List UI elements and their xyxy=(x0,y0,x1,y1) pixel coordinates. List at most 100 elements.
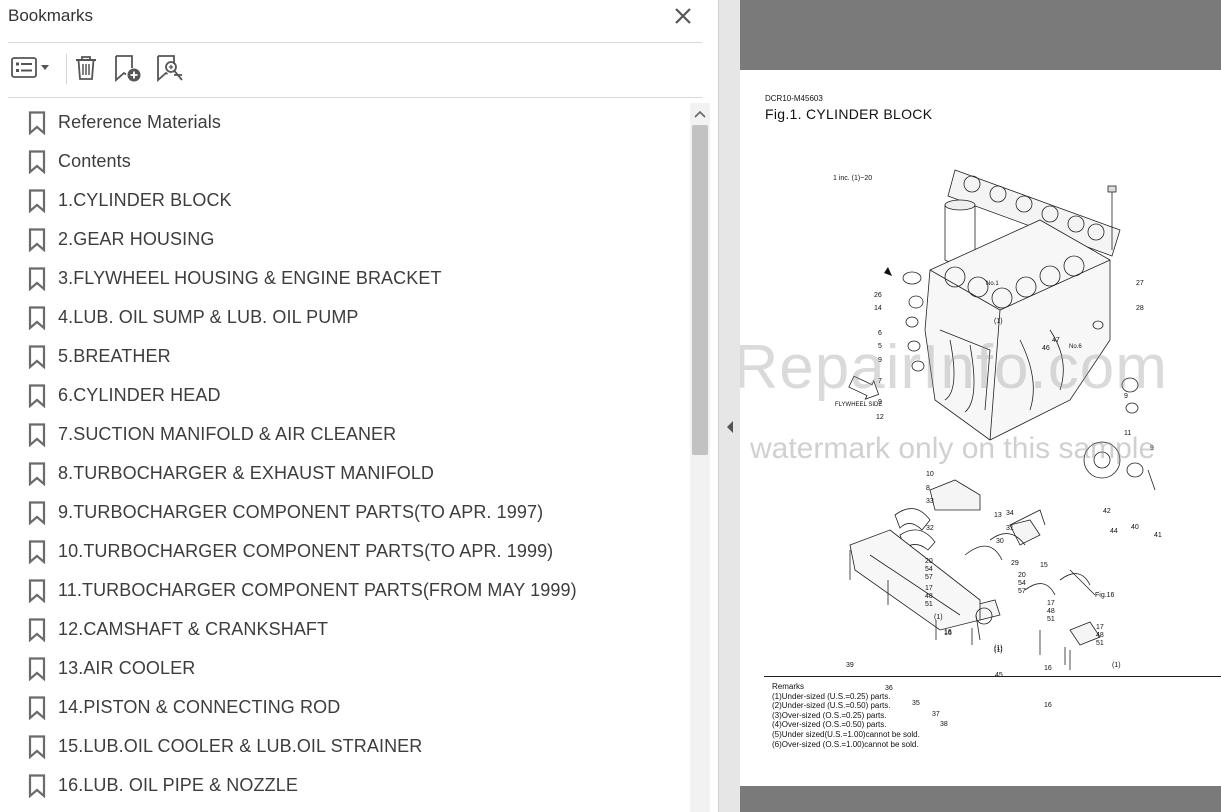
trash-icon xyxy=(76,56,96,80)
bookmark-label: 12.CAMSHAFT & CRANKSHAFT xyxy=(58,619,329,639)
part-callout: 9 xyxy=(1124,393,1128,400)
bookmark-icon xyxy=(28,579,46,603)
bookmark-item[interactable]: 11.TURBOCHARGER COMPONENT PARTS(FROM MAY… xyxy=(0,571,690,610)
remark-line: (3)Over-sized (O.S.=0.25) parts. xyxy=(772,710,887,720)
part-callout: (1) xyxy=(994,645,1003,652)
bookmark-icon xyxy=(28,540,46,564)
bookmark-icon xyxy=(28,774,46,798)
bookmark-item[interactable]: 5.BREATHER xyxy=(0,337,690,376)
part-callout: 36 xyxy=(885,685,893,692)
watermark-subtext: watermark only on this sample xyxy=(750,432,1156,465)
part-callout: 46 xyxy=(1042,345,1050,352)
part-callout: 48 xyxy=(1096,632,1104,639)
bookmark-icon xyxy=(28,345,46,369)
part-callout: 48 xyxy=(925,593,933,600)
toolbar-separator xyxy=(66,54,67,84)
bookmark-item[interactable]: Reference Materials xyxy=(0,103,690,142)
list-options-icon xyxy=(11,57,49,78)
bookmark-item[interactable]: 1.CYLINDER BLOCK xyxy=(0,181,690,220)
remark-line: (2)Under-sized (U.S.=0.50) parts. xyxy=(772,701,891,711)
remark-line: (6)Over-sized (O.S.=1.00)cannot be sold. xyxy=(772,739,919,749)
remarks-title: Remarks xyxy=(772,682,805,691)
options-menu-button[interactable] xyxy=(8,50,52,86)
bookmark-item[interactable]: 12.CAMSHAFT & CRANKSHAFT xyxy=(0,610,690,649)
part-callout: 16 xyxy=(1044,665,1052,672)
delete-bookmark-button[interactable] xyxy=(72,50,100,86)
bookmark-item[interactable]: 3.FLYWHEEL HOUSING & ENGINE BRACKET xyxy=(0,259,690,298)
part-callout: 16 xyxy=(944,629,952,636)
part-callout: 17 xyxy=(1096,624,1104,631)
remarks-block: Remarks (1)Under-sized (U.S.=0.25) parts… xyxy=(772,682,920,749)
part-callout: (1) xyxy=(1112,662,1121,669)
part-callout: 42 xyxy=(1103,508,1111,515)
part-callout: 54 xyxy=(1018,580,1026,587)
part-callout: 6 xyxy=(878,330,882,337)
part-callout: 31 xyxy=(1006,525,1014,532)
part-callout: 41 xyxy=(1154,532,1162,539)
part-callout: 45 xyxy=(995,672,1003,679)
remark-line: (5)Under sized(U.S.=1.00)cannot be sold. xyxy=(772,729,920,739)
bookmark-item[interactable]: 15.LUB.OIL COOLER & LUB.OIL STRAINER xyxy=(0,727,690,766)
bookmark-label: 10.TURBOCHARGER COMPONENT PARTS(TO APR. … xyxy=(58,541,554,561)
scroll-up-button[interactable] xyxy=(690,103,710,125)
document-view[interactable]: DCR10-M45603 Fig.1. CYLINDER BLOCK xyxy=(740,0,1221,812)
bookmark-item[interactable]: 16.LUB. OIL PIPE & NOZZLE xyxy=(0,766,690,805)
part-callout: 28 xyxy=(1136,305,1144,312)
part-callout: (1) xyxy=(994,647,1003,654)
add-bookmark-icon xyxy=(115,55,141,82)
drawing-note: 1 inc. (1)~20 xyxy=(833,175,873,182)
exploded-parts-diagram: No.1 No.6 1 inc. (1)~20 FLYWHEEL SIDE 27… xyxy=(740,150,1221,728)
part-callout: 34 xyxy=(1006,510,1014,517)
bookmark-label: 9.TURBOCHARGER COMPONENT PARTS(TO APR. 1… xyxy=(58,502,544,522)
bookmark-item[interactable]: 14.PISTON & CONNECTING ROD xyxy=(0,688,690,727)
bookmark-item[interactable]: 13.AIR COOLER xyxy=(0,649,690,688)
flywheel-side-label: FLYWHEEL SIDE xyxy=(835,402,883,408)
bookmark-label: 13.AIR COOLER xyxy=(58,658,196,678)
bookmark-item[interactable]: 9.TURBOCHARGER COMPONENT PARTS(TO APR. 1… xyxy=(0,493,690,532)
part-callout: 17 xyxy=(925,585,933,592)
bookmark-label: 3.FLYWHEEL HOUSING & ENGINE BRACKET xyxy=(58,268,442,288)
close-panel-button[interactable] xyxy=(671,4,695,28)
bookmark-icon xyxy=(28,267,46,291)
bookmark-icon xyxy=(28,111,46,135)
part-callout: 44 xyxy=(1110,528,1118,535)
scroll-thumb[interactable] xyxy=(692,125,708,455)
bookmark-item[interactable]: 6.CYLINDER HEAD xyxy=(0,376,690,415)
bookmark-item[interactable]: 10.TURBOCHARGER COMPONENT PARTS(TO APR. … xyxy=(0,532,690,571)
part-callout: 40 xyxy=(1131,524,1139,531)
bookmark-icon xyxy=(28,735,46,759)
part-callout: 12 xyxy=(876,414,884,421)
part-callout: 33 xyxy=(926,498,934,505)
part-callout: 57 xyxy=(925,574,933,581)
bookmark-label: 15.LUB.OIL COOLER & LUB.OIL STRAINER xyxy=(58,736,423,756)
part-callout: 9 xyxy=(878,399,882,406)
panel-splitter[interactable] xyxy=(718,0,740,812)
part-callout: 11 xyxy=(1124,430,1132,437)
bookmark-icon xyxy=(28,618,46,642)
collapse-panel-button[interactable] xyxy=(724,418,736,436)
part-callout: 48 xyxy=(1047,608,1055,615)
bookmark-item[interactable]: 7.SUCTION MANIFOLD & AIR CLEANER xyxy=(0,415,690,454)
bookmark-item[interactable]: 4.LUB. OIL SUMP & LUB. OIL PUMP xyxy=(0,298,690,337)
bookmark-label: 6.CYLINDER HEAD xyxy=(58,385,221,405)
part-callout: 51 xyxy=(1096,640,1104,647)
part-callout: 8 xyxy=(926,485,930,492)
part-callout: 16 xyxy=(944,630,952,637)
bookmark-item[interactable]: Contents xyxy=(0,142,690,181)
bookmark-icon xyxy=(28,189,46,213)
find-bookmark-button[interactable] xyxy=(154,50,186,86)
new-bookmark-button[interactable] xyxy=(112,50,144,86)
part-callout: 32 xyxy=(926,525,934,532)
part-callout: 14 xyxy=(874,305,882,312)
part-callout: 51 xyxy=(1047,616,1055,623)
part-callout: 38 xyxy=(940,721,948,728)
scrollbar[interactable] xyxy=(690,103,710,812)
bookmark-label: 14.PISTON & CONNECTING ROD xyxy=(58,697,341,717)
bookmark-icon xyxy=(28,150,46,174)
divider xyxy=(8,97,702,98)
part-callout: 10 xyxy=(926,471,934,478)
bookmark-item[interactable]: 2.GEAR HOUSING xyxy=(0,220,690,259)
bookmark-icon xyxy=(28,228,46,252)
part-callout: 27 xyxy=(1136,280,1144,287)
bookmark-item[interactable]: 8.TURBOCHARGER & EXHAUST MANIFOLD xyxy=(0,454,690,493)
